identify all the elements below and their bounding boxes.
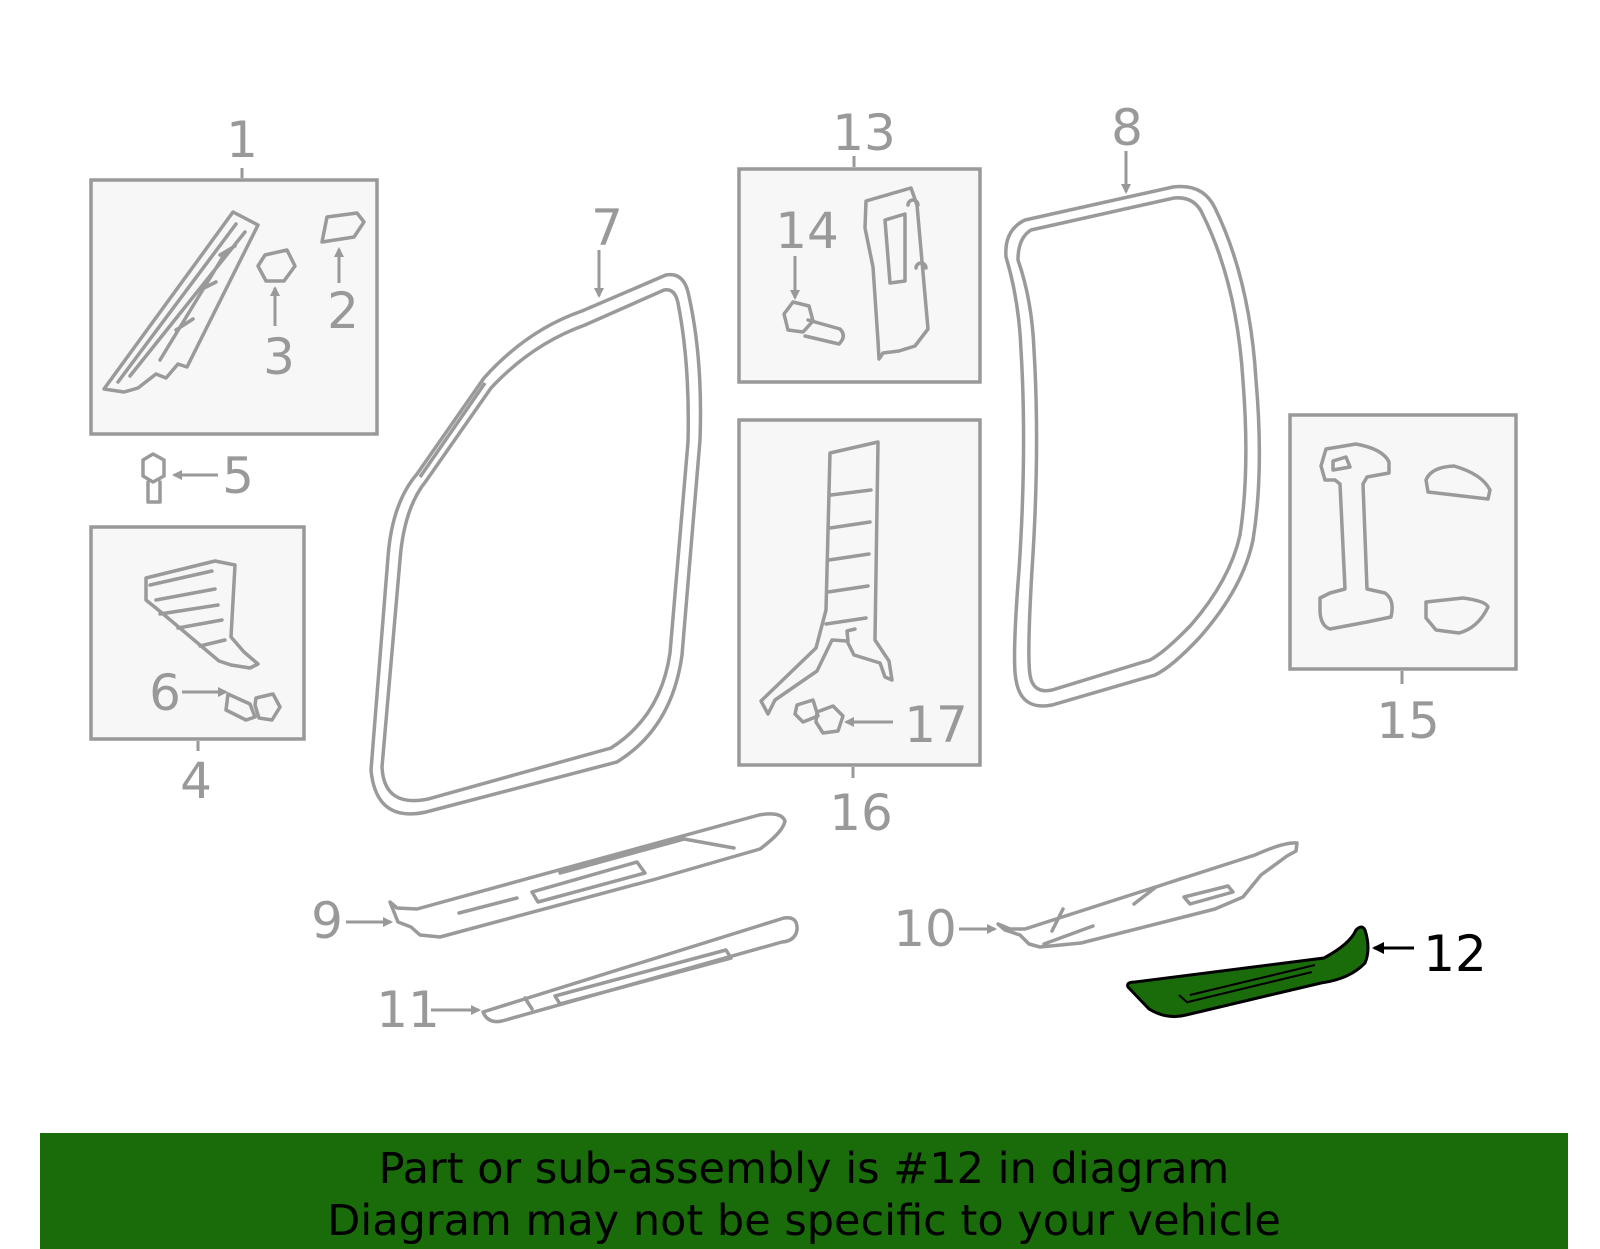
door-opening-seal-7 (369, 272, 703, 816)
grip-cover-upper (1424, 464, 1492, 501)
callout-16: 16 (829, 784, 893, 842)
callout-6: 6 (149, 664, 181, 722)
scuff-plate-12-highlighted[interactable] (1126, 925, 1370, 1018)
cowl-side-trim (144, 559, 260, 670)
part-box-13 (737, 167, 982, 384)
pillar-trim-upper-13 (863, 186, 930, 361)
callout-15: 15 (1376, 692, 1440, 750)
banner-line-1: Part or sub-assembly is #12 in diagram (378, 1144, 1230, 1194)
callout-14: 14 (775, 202, 839, 260)
callout-2: 2 (327, 282, 359, 340)
part-group-7 (369, 250, 703, 816)
part-group-8 (1004, 151, 1262, 708)
callout-5: 5 (222, 447, 254, 505)
banner-line-2: Diagram may not be specific to your vehi… (327, 1196, 1281, 1246)
part-group-4 (89, 525, 306, 751)
scuff-plate-11 (481, 916, 799, 1024)
callout-10: 10 (893, 900, 957, 958)
assist-grip-15 (1318, 442, 1394, 631)
screw-14 (782, 300, 845, 346)
clip-3 (256, 248, 297, 283)
bolt-5 (141, 452, 166, 504)
part-group-13 (737, 156, 982, 384)
a-pillar-trim (102, 210, 260, 394)
callout-9: 9 (311, 892, 343, 950)
callout-11: 11 (376, 981, 440, 1039)
part-box-16 (737, 418, 982, 767)
callout-7: 7 (591, 199, 623, 257)
callout-3: 3 (263, 328, 295, 386)
part-group-10 (959, 841, 1299, 949)
bolt-17 (793, 698, 845, 735)
part-group-15 (1288, 413, 1518, 684)
bolt-6 (224, 692, 282, 722)
scuff-plate-10 (996, 841, 1299, 949)
info-banner: Part or sub-assembly is #12 in diagram D… (40, 1133, 1568, 1249)
part-box-4 (89, 525, 306, 741)
retainer-2 (320, 211, 366, 244)
part-group-12 (1126, 925, 1414, 1018)
part-group-5 (141, 452, 218, 504)
pillar-trim-lower-16 (759, 440, 894, 716)
callout-4: 4 (180, 752, 212, 810)
door-opening-seal-8 (1004, 184, 1262, 708)
callout-12: 12 (1423, 925, 1487, 983)
part-group-16 (737, 418, 982, 778)
part-group-11 (431, 916, 799, 1024)
grip-cover-lower (1424, 596, 1490, 635)
callout-8: 8 (1111, 99, 1143, 157)
callout-17: 17 (904, 696, 968, 754)
part-group-1 (89, 168, 379, 436)
scuff-plate-9 (388, 812, 787, 939)
part-group-9 (346, 812, 787, 939)
part-box-1 (89, 178, 379, 436)
callout-13: 13 (832, 104, 896, 162)
callout-1: 1 (226, 111, 258, 169)
